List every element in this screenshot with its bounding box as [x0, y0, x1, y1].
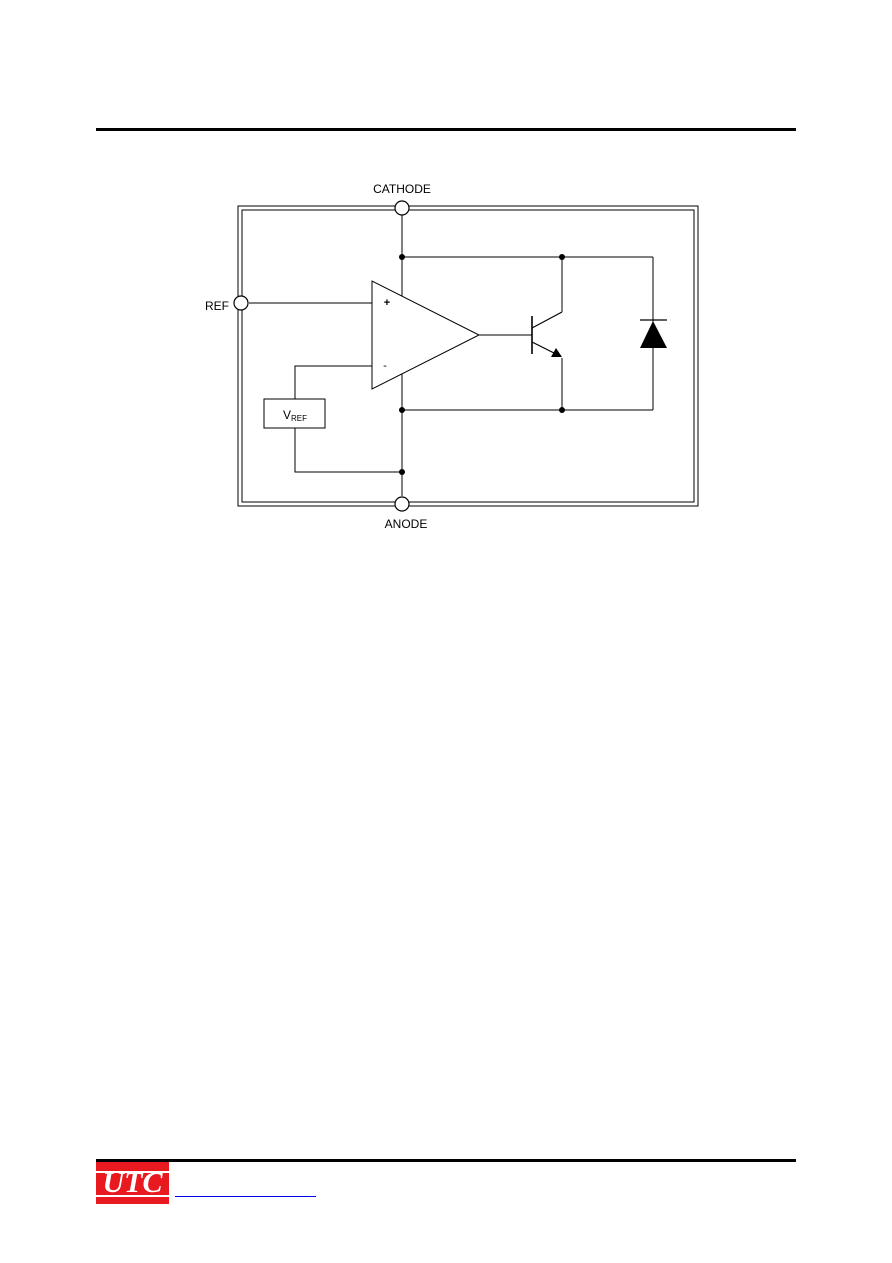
header-rule: [96, 128, 796, 131]
footer-rule: [96, 1159, 796, 1162]
vref-label: VREF: [283, 408, 307, 423]
anode-label: ANODE: [385, 517, 428, 531]
cathode-label: CATHODE: [373, 182, 431, 196]
anode-terminal: [394, 496, 410, 512]
logo-text: UTC: [102, 1166, 163, 1199]
ref-terminal: [233, 295, 249, 311]
package-outline-outer: [237, 205, 699, 507]
cathode-terminal: [394, 200, 410, 216]
wiring: [249, 215, 654, 496]
package-outline-inner: [241, 209, 695, 503]
utc-logo: UTC: [96, 1162, 169, 1204]
opamp-plus: +: [384, 297, 390, 309]
opamp-minus: -: [383, 360, 387, 372]
ref-label: REF: [205, 299, 229, 313]
diode-symbol: [640, 319, 667, 348]
opamp-symbol: [371, 280, 481, 390]
website-link[interactable]: [175, 1179, 316, 1197]
transistor-emitter-arrow: [551, 348, 562, 357]
junction-dots: [399, 254, 565, 475]
vref-box: [263, 398, 326, 429]
transistor-symbol: [531, 311, 563, 355]
